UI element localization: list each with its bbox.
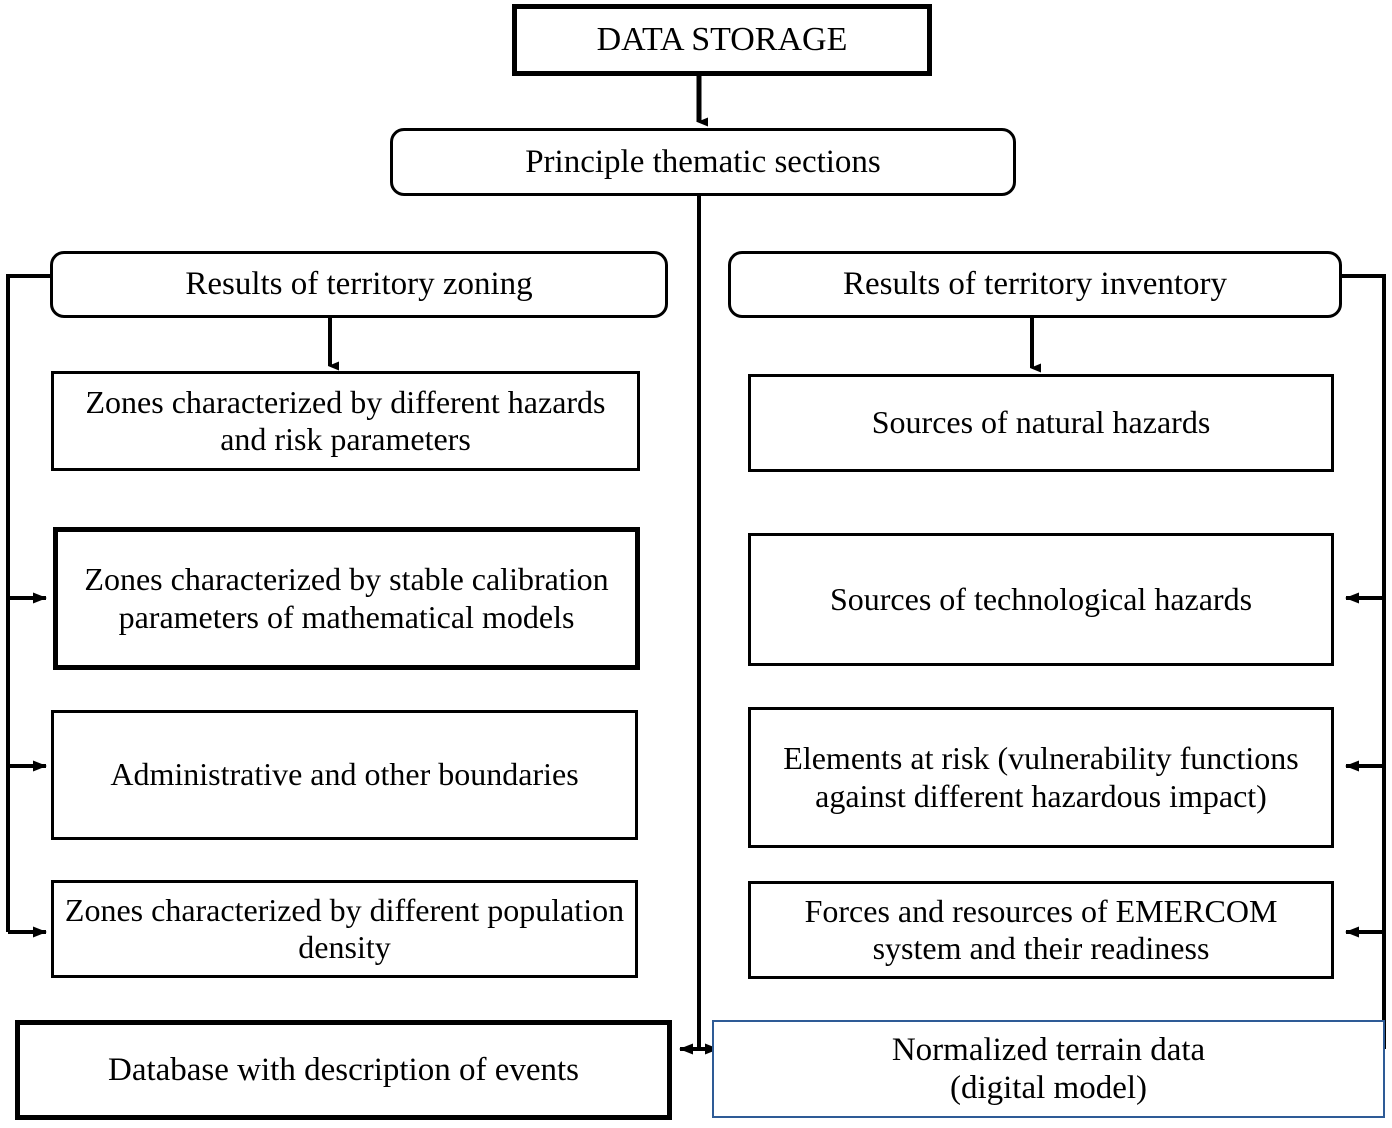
node-inventory-item-4-label: Forces and resources of EMERCOM system a… (804, 892, 1278, 966)
node-zoning-item-2[interactable]: Zones characterized by stable calibratio… (53, 527, 640, 670)
node-normalized-terrain-data-line1: Normalized terrain data (891, 1031, 1206, 1068)
node-inventory-item-3[interactable]: Elements at risk (vulnerability function… (748, 707, 1334, 848)
node-results-of-territory-inventory-label: Results of territory inventory (842, 266, 1227, 303)
node-zoning-item-2-label: Zones characterized by stable calibratio… (84, 561, 609, 635)
node-inventory-item-3-label: Elements at risk (vulnerability function… (783, 740, 1299, 814)
node-principle-thematic-sections[interactable]: Principle thematic sections (390, 128, 1016, 196)
left-bus (6, 274, 50, 932)
node-zoning-item-1[interactable]: Zones characterized by different hazards… (51, 371, 640, 471)
node-results-of-territory-inventory[interactable]: Results of territory inventory (728, 251, 1342, 318)
node-results-of-territory-zoning[interactable]: Results of territory zoning (50, 251, 668, 318)
node-results-of-territory-zoning-label: Results of territory zoning (185, 266, 533, 303)
node-data-storage[interactable]: DATA STORAGE (512, 4, 932, 76)
node-database-with-description-of-events-label: Database with description of events (107, 1051, 580, 1088)
node-inventory-item-4[interactable]: Forces and resources of EMERCOM system a… (748, 881, 1334, 979)
node-inventory-item-2-label: Sources of technological hazards (829, 580, 1253, 617)
node-zoning-item-3-label: Administrative and other boundaries (110, 756, 579, 793)
node-normalized-terrain-data[interactable]: Normalized terrain data (digital model) (712, 1020, 1385, 1118)
node-principle-thematic-sections-label: Principle thematic sections (525, 143, 881, 180)
node-zoning-item-4[interactable]: Zones characterized by different populat… (51, 880, 638, 978)
node-inventory-item-1[interactable]: Sources of natural hazards (748, 374, 1334, 472)
node-inventory-item-1-label: Sources of natural hazards (871, 404, 1211, 441)
node-normalized-terrain-data-line2: (digital model) (949, 1070, 1148, 1106)
node-zoning-item-4-label: Zones characterized by different populat… (64, 891, 625, 965)
right-bus (1342, 274, 1386, 932)
node-database-with-description-of-events[interactable]: Database with description of events (15, 1020, 672, 1120)
node-zoning-item-1-label: Zones characterized by different hazards… (85, 383, 606, 457)
node-zoning-item-3[interactable]: Administrative and other boundaries (51, 710, 638, 840)
node-inventory-item-2[interactable]: Sources of technological hazards (748, 533, 1334, 666)
node-normalized-terrain-data-label: Normalized terrain data (digital model) (724, 1031, 1373, 1108)
node-data-storage-label: DATA STORAGE (596, 21, 848, 59)
